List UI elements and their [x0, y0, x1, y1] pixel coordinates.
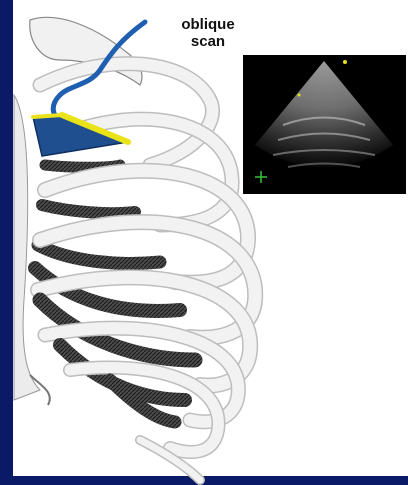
oblique-scan-label: oblique scan: [168, 16, 248, 50]
ultrasound-image: [243, 55, 406, 194]
sector-scan: [255, 61, 393, 168]
label-line-2: scan: [168, 33, 248, 50]
orientation-marker: [343, 60, 347, 64]
label-line-1: oblique: [168, 16, 248, 33]
